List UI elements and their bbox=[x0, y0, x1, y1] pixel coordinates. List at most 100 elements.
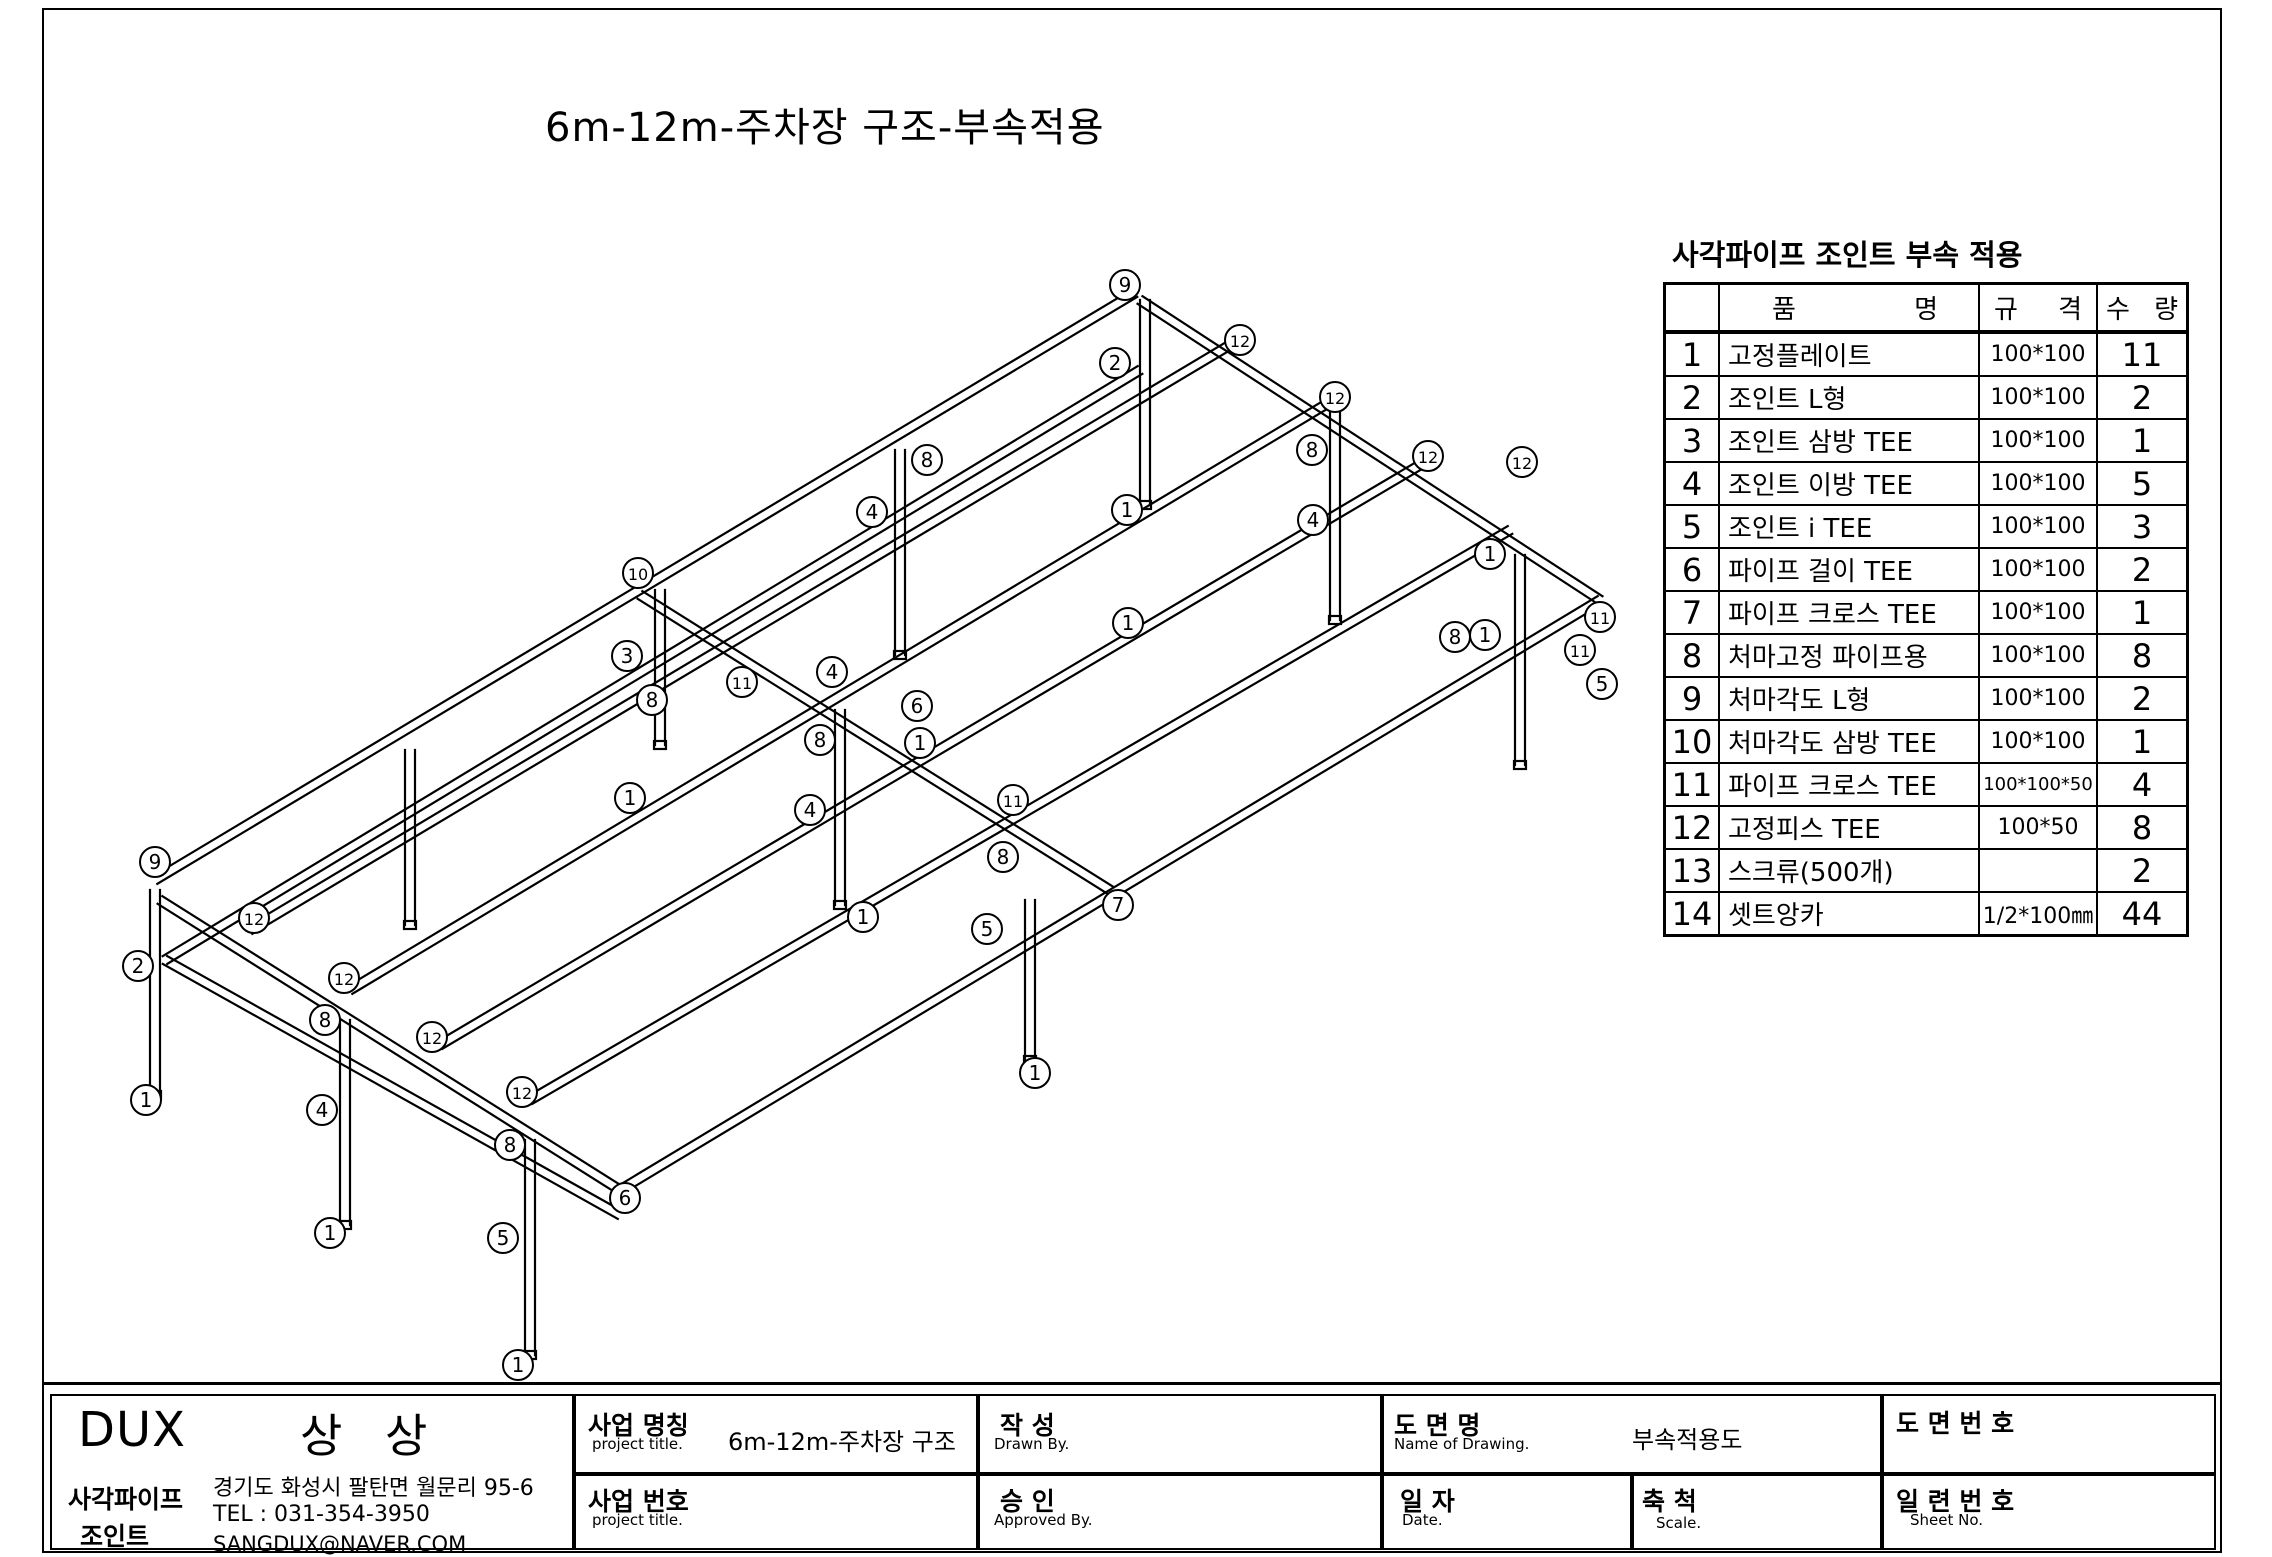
callout-bubble: 2 bbox=[122, 950, 154, 982]
callout-bubble: 11 bbox=[997, 784, 1029, 816]
callout-bubble: 9 bbox=[1109, 269, 1141, 301]
parts-cell-no: 4 bbox=[1663, 461, 1720, 506]
parts-cell-spec: 100*100 bbox=[1978, 331, 2098, 377]
callout-bubble: 8 bbox=[1439, 621, 1471, 653]
callout-label: 8 bbox=[997, 845, 1010, 869]
parts-cell-no: 6 bbox=[1663, 547, 1720, 592]
parts-cell-qty: 5 bbox=[2096, 461, 2189, 506]
parts-cell-name: 조인트 삼방 TEE bbox=[1718, 418, 1980, 463]
callout-bubble: 1 bbox=[1469, 619, 1501, 651]
parts-cell-qty: 3 bbox=[2096, 504, 2189, 549]
callout-bubble: 6 bbox=[609, 1182, 641, 1214]
callout-bubble: 8 bbox=[987, 841, 1019, 873]
approved-by-cell bbox=[978, 1474, 1382, 1550]
callout-bubble: 6 bbox=[901, 690, 933, 722]
parts-cell-spec: 100*50 bbox=[1978, 805, 2098, 850]
callout-label: 1 bbox=[1122, 611, 1135, 635]
parts-cell-qty: 1 bbox=[2096, 418, 2189, 463]
drawing-no-label: 도 면 번 호 bbox=[1896, 1409, 2015, 1438]
date-sub: Date. bbox=[1402, 1511, 1443, 1529]
parts-cell-name: 처마각도 삼방 TEE bbox=[1718, 719, 1980, 764]
parts-cell-no: 10 bbox=[1663, 719, 1720, 764]
drawing-frame bbox=[42, 8, 2222, 1553]
parts-cell-spec: 100*100 bbox=[1978, 504, 2098, 549]
parts-cell-qty: 1 bbox=[2096, 590, 2189, 635]
drawing-name-cell bbox=[1382, 1394, 1882, 1474]
parts-cell-qty: 2 bbox=[2096, 375, 2189, 420]
parts-cell-no: 5 bbox=[1663, 504, 1720, 549]
callout-label: 12 bbox=[334, 970, 354, 989]
callout-bubble: 9 bbox=[139, 846, 171, 878]
callout-bubble: 12 bbox=[1319, 381, 1351, 413]
callout-bubble: 1 bbox=[614, 782, 646, 814]
parts-cell-no: 9 bbox=[1663, 676, 1720, 721]
callout-label: 1 bbox=[857, 905, 870, 929]
structure-frame-lines bbox=[147, 287, 1604, 1361]
callout-label: 1 bbox=[624, 786, 637, 810]
callout-label: 8 bbox=[1306, 438, 1319, 462]
callout-label: 1 bbox=[1029, 1061, 1042, 1085]
parts-table-caption: 사각파이프 조인트 부속 적용 bbox=[1672, 238, 2023, 272]
callout-label: 3 bbox=[621, 644, 634, 668]
callout-label: 7 bbox=[1112, 893, 1125, 917]
parts-cell-qty: 11 bbox=[2096, 331, 2189, 377]
drawing-no-cell bbox=[1882, 1394, 2216, 1474]
callout-label: 4 bbox=[1307, 508, 1320, 532]
callout-label: 1 bbox=[1484, 542, 1497, 566]
parts-cell-spec: 100*100 bbox=[1978, 375, 2098, 420]
project-name-label: 사업 명칭 bbox=[588, 1411, 689, 1440]
parts-cell-name: 조인트 이방 TEE bbox=[1718, 461, 1980, 506]
callout-label: 11 bbox=[732, 674, 752, 693]
callout-label: 12 bbox=[1230, 332, 1250, 351]
sheet-no-label: 일 련 번 호 bbox=[1896, 1487, 2015, 1516]
callout-bubble: 4 bbox=[816, 656, 848, 688]
callout-label: 12 bbox=[1512, 454, 1532, 473]
callout-bubble: 11 bbox=[1584, 601, 1616, 633]
callout-label: 4 bbox=[866, 500, 879, 524]
callout-bubble: 12 bbox=[416, 1021, 448, 1053]
callout-label: 8 bbox=[814, 728, 827, 752]
header-name-a: 품 bbox=[1772, 295, 1796, 325]
header-name: 품 명 bbox=[1718, 282, 1980, 334]
callout-label: 8 bbox=[504, 1133, 517, 1157]
parts-cell-spec: 100*100 bbox=[1978, 461, 2098, 506]
callout-bubble: 12 bbox=[1412, 440, 1444, 472]
parts-cell-name: 조인트 L형 bbox=[1718, 375, 1980, 420]
callout-label: 12 bbox=[1325, 389, 1345, 408]
parts-cell-no: 7 bbox=[1663, 590, 1720, 635]
callout-label: 8 bbox=[1449, 625, 1462, 649]
callout-label: 10 bbox=[628, 565, 648, 584]
date-cell bbox=[1382, 1474, 1632, 1550]
parts-cell-name: 파이프 크로스 TEE bbox=[1718, 762, 1980, 807]
scale-cell bbox=[1632, 1474, 1882, 1550]
callout-label: 5 bbox=[497, 1226, 510, 1250]
parts-cell-name: 파이프 걸이 TEE bbox=[1718, 547, 1980, 592]
header-qty-a: 수 bbox=[2106, 295, 2130, 325]
callout-label: 8 bbox=[646, 688, 659, 712]
callout-label: 1 bbox=[1121, 498, 1134, 522]
parts-cell-spec: 100*100*50 bbox=[1978, 762, 2098, 807]
callout-bubble: 12 bbox=[328, 962, 360, 994]
company-tel: TEL : 031-354-3950 bbox=[213, 1502, 430, 1527]
drawing-name-value: 부속적용도 bbox=[1632, 1426, 1743, 1454]
callout-bubble: 1 bbox=[1019, 1057, 1051, 1089]
parts-cell-name: 고정피스 TEE bbox=[1718, 805, 1980, 850]
parts-cell-no: 14 bbox=[1663, 891, 1720, 937]
header-qty: 수 량 bbox=[2096, 282, 2189, 334]
drawn-by-sub: Drawn By. bbox=[994, 1435, 1070, 1453]
callout-bubble: 12 bbox=[1224, 324, 1256, 356]
parts-cell-no: 2 bbox=[1663, 375, 1720, 420]
callout-bubble: 1 bbox=[130, 1084, 162, 1116]
parts-cell-qty: 44 bbox=[2096, 891, 2189, 937]
parts-cell-qty: 2 bbox=[2096, 848, 2189, 893]
callout-label: 1 bbox=[1479, 623, 1492, 647]
callout-bubble: 5 bbox=[1586, 668, 1618, 700]
callout-bubble: 3 bbox=[611, 640, 643, 672]
callout-label: 11 bbox=[1590, 609, 1610, 628]
